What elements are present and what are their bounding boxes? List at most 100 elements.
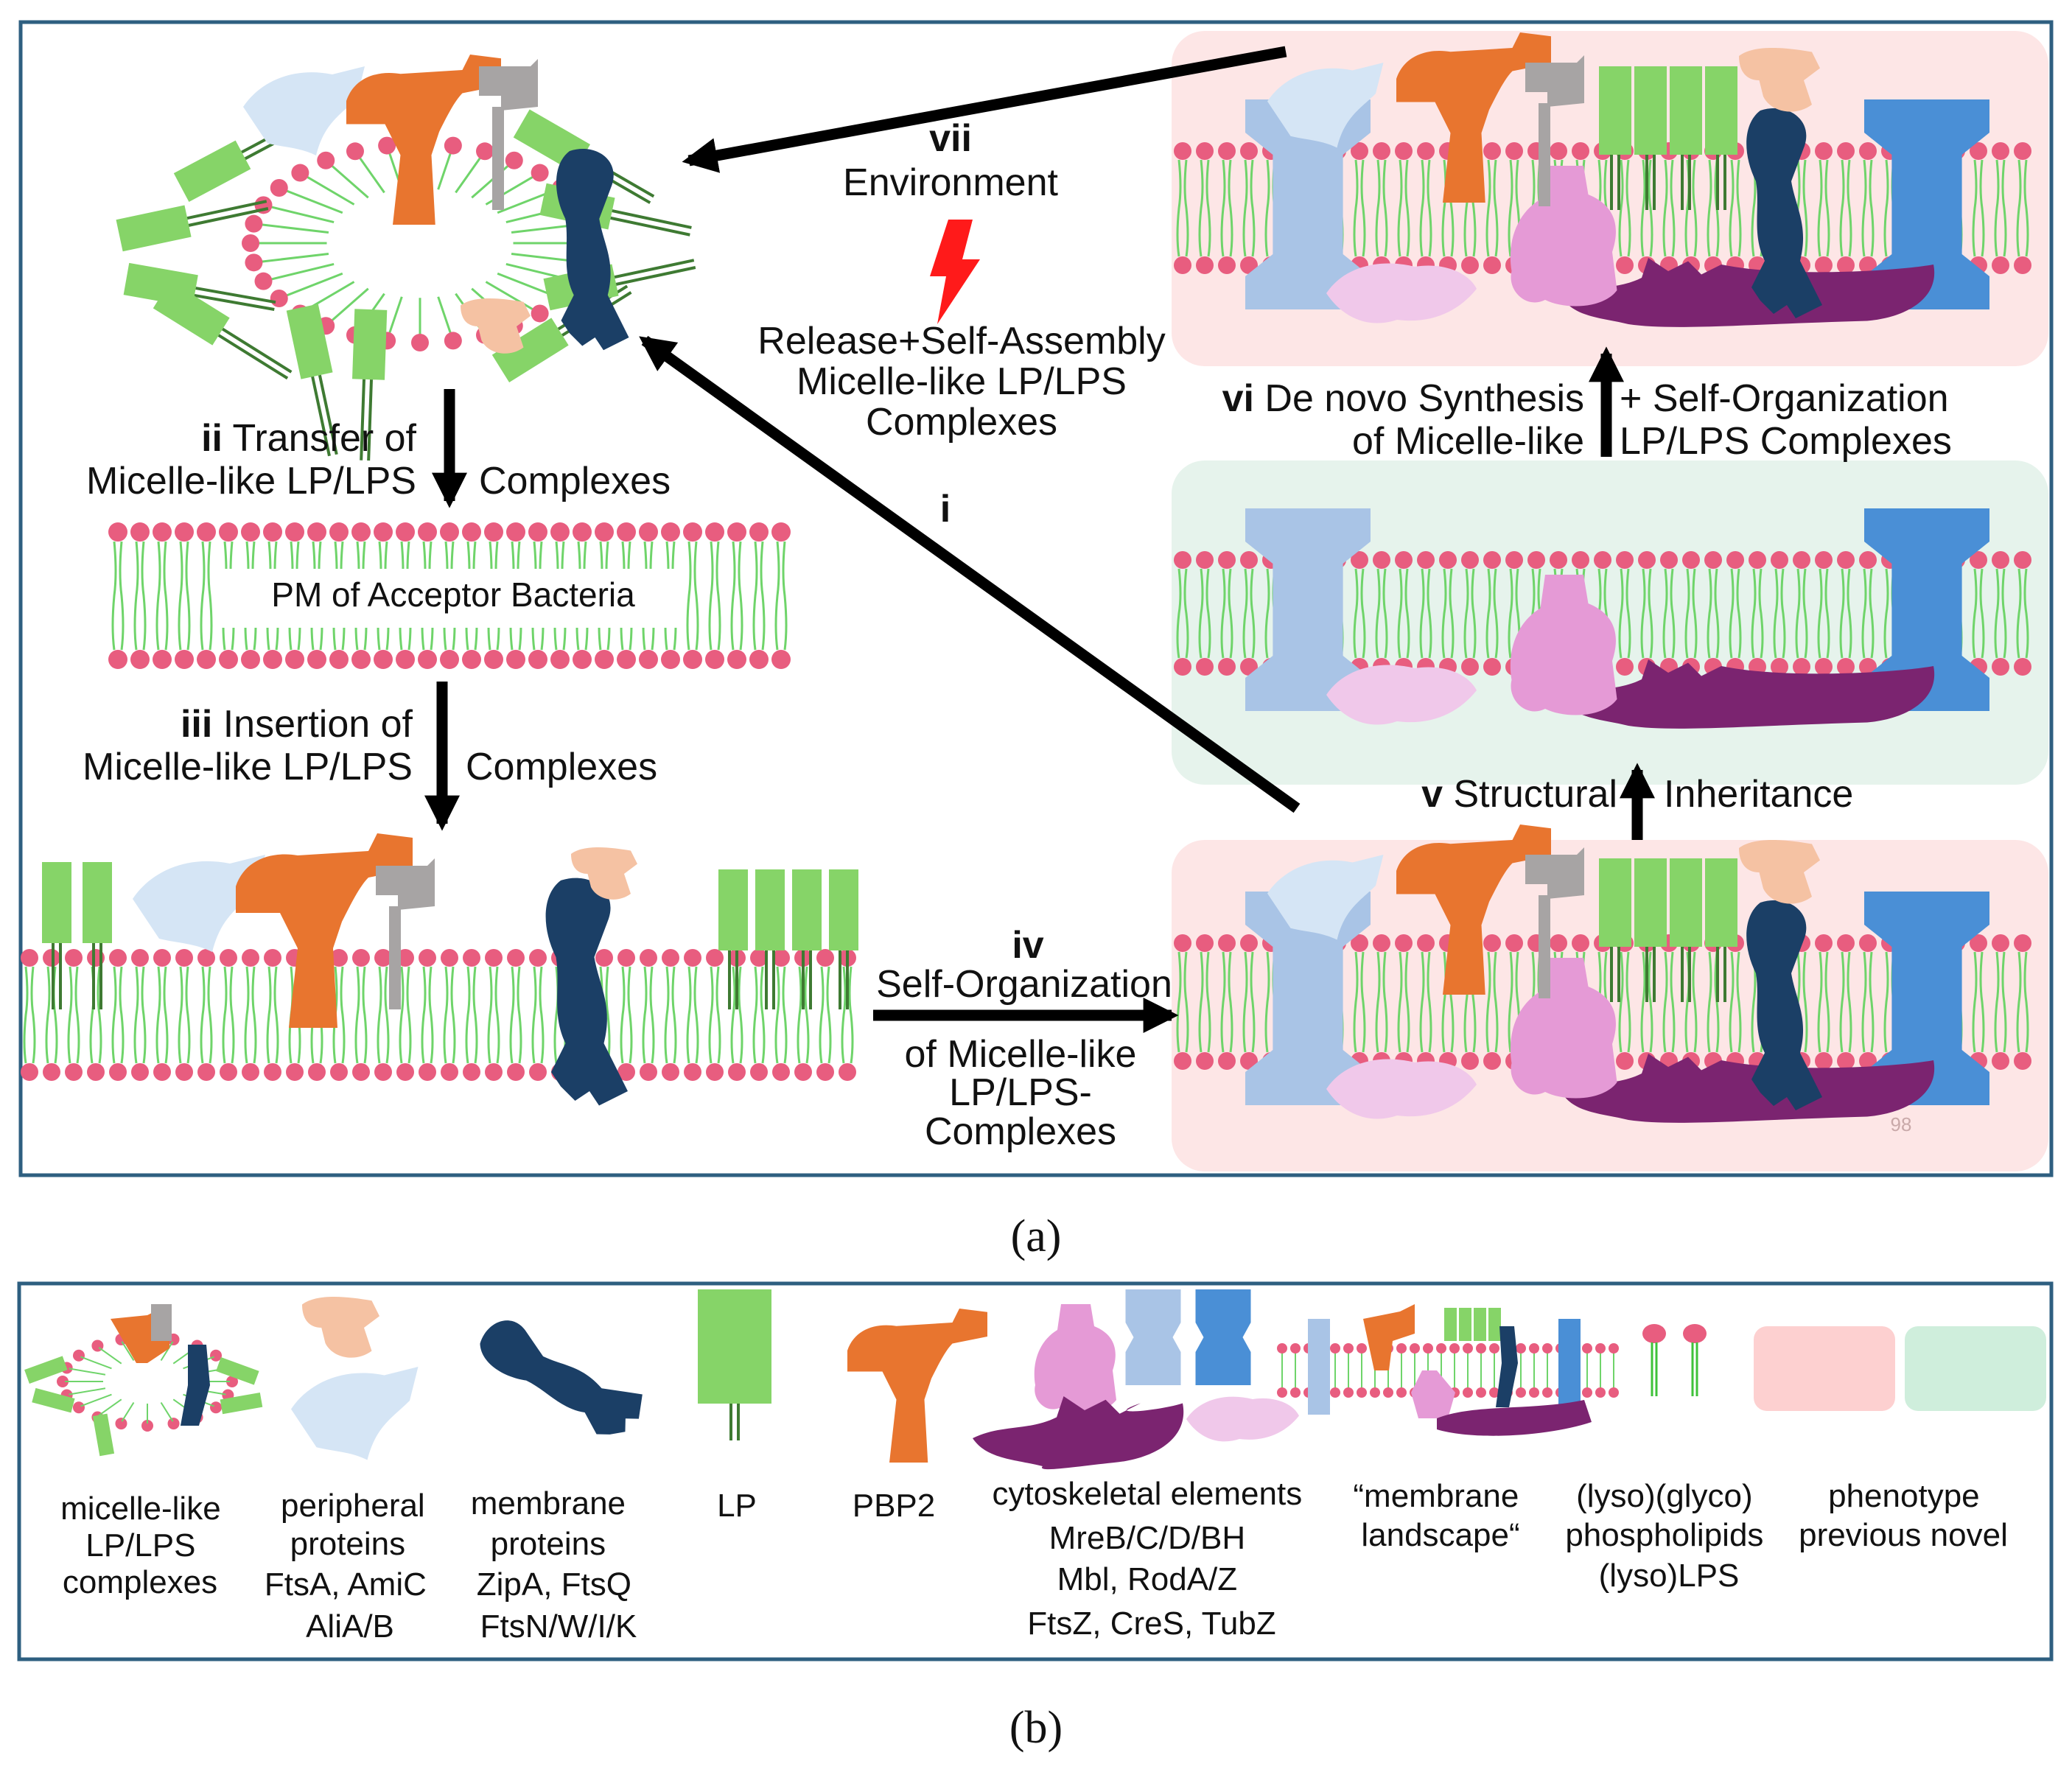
lipid-head bbox=[1516, 1343, 1526, 1353]
lipid-tail bbox=[1802, 568, 1808, 659]
lipid-head bbox=[462, 650, 481, 669]
lipid-head bbox=[330, 949, 348, 967]
lipid-head bbox=[419, 1063, 436, 1081]
lipid-head bbox=[485, 949, 503, 967]
inserted-lp-5 bbox=[792, 869, 822, 1009]
landscape-bottom-lp-4 bbox=[1705, 858, 1737, 1002]
landscape-top-peripheral-peach bbox=[1739, 48, 1820, 112]
lipid-head bbox=[1594, 551, 1611, 569]
lipid-tail bbox=[1817, 951, 1823, 1053]
step-vii-numeral: vii bbox=[929, 117, 972, 160]
lipid-head bbox=[1277, 1343, 1287, 1353]
lipid-head bbox=[1196, 256, 1214, 274]
lipid-head bbox=[1815, 551, 1833, 569]
step-iii-label: iii Insertion of bbox=[181, 703, 413, 746]
legend-membrane-protein-icon bbox=[480, 1320, 643, 1435]
lipid-head bbox=[197, 949, 215, 967]
lipid-head bbox=[153, 949, 171, 967]
lipid-tail bbox=[1471, 568, 1477, 659]
lipid-tail bbox=[1648, 951, 1653, 1053]
lipid-tail bbox=[1176, 568, 1182, 659]
lipid-head bbox=[727, 522, 746, 542]
lipid-head bbox=[254, 272, 273, 290]
lipid-tail bbox=[1360, 951, 1366, 1053]
lipid-tail bbox=[443, 966, 449, 1064]
lipid-tail bbox=[752, 966, 758, 1064]
lipid-tail bbox=[1264, 568, 1270, 659]
lipid-tail bbox=[1994, 159, 2000, 257]
lipid-tail bbox=[1648, 159, 1653, 257]
lipid-tail bbox=[1463, 568, 1469, 659]
lipid-head bbox=[291, 164, 309, 182]
lipid-head bbox=[1461, 551, 1479, 569]
lipid-head bbox=[506, 522, 525, 542]
lipid-tail bbox=[1419, 951, 1425, 1053]
step-ii-line3: Complexes bbox=[479, 460, 671, 502]
legend-peripheral-blue-icon bbox=[291, 1367, 419, 1460]
lipid-tail bbox=[1353, 951, 1359, 1053]
lipid-head bbox=[1240, 934, 1258, 952]
lipid-head bbox=[639, 522, 658, 542]
lipid-tail bbox=[738, 966, 743, 1064]
lp-head bbox=[153, 281, 230, 346]
lipid-head bbox=[197, 522, 216, 542]
lipid-head bbox=[109, 1063, 127, 1081]
lipid-head bbox=[1383, 1387, 1393, 1398]
lp-stem bbox=[614, 259, 695, 279]
inserted-membrane-protein bbox=[545, 878, 628, 1106]
lipid-tail bbox=[98, 1347, 122, 1365]
lipid-tail bbox=[1353, 568, 1359, 659]
arrows bbox=[424, 46, 1656, 1034]
lipid-head bbox=[1196, 1052, 1214, 1070]
lipid-tail bbox=[2001, 159, 2007, 257]
lipid-head bbox=[175, 949, 193, 967]
lipid-head bbox=[242, 234, 259, 252]
landscape-top-ibeam-blue bbox=[1864, 99, 1989, 309]
lipid-head bbox=[771, 650, 791, 669]
lipid-tail bbox=[163, 541, 169, 651]
lipid-head bbox=[476, 142, 494, 161]
lipid-tail bbox=[1485, 568, 1491, 659]
lipid-head bbox=[639, 650, 658, 669]
lipid-head bbox=[57, 1376, 69, 1387]
landscape-bottom-ibeam-blue bbox=[1864, 892, 1989, 1105]
lipid-tail bbox=[686, 966, 692, 1064]
lipid-tail bbox=[2001, 568, 2007, 659]
lipid-head bbox=[1529, 1387, 1539, 1398]
lipid-head bbox=[1396, 1343, 1407, 1353]
lipid-tail bbox=[185, 966, 191, 1064]
lipid-tail bbox=[1441, 951, 1447, 1053]
lipid-tail bbox=[715, 966, 721, 1064]
lipid-head bbox=[317, 151, 335, 169]
grey-protein-stem bbox=[389, 906, 401, 1009]
step-v-label: v Structural bbox=[1421, 773, 1617, 816]
lipid-tail bbox=[1382, 568, 1388, 659]
inserted-grey-protein bbox=[376, 858, 435, 1009]
inserted-lp-3 bbox=[718, 869, 748, 1009]
lipid-tail bbox=[119, 966, 125, 1064]
inserted-lp-6 bbox=[829, 869, 858, 1009]
lipid-head bbox=[1638, 551, 1656, 569]
lipid-head bbox=[1476, 1343, 1486, 1353]
lipid-tail bbox=[1427, 159, 1432, 257]
lipid-tail bbox=[450, 966, 456, 1064]
landscape-bottom-membrane-protein bbox=[1746, 900, 1822, 1110]
lipid-tail bbox=[141, 966, 147, 1064]
lipid-head bbox=[131, 1063, 149, 1081]
lipid-head bbox=[1196, 551, 1214, 569]
lp-stem bbox=[615, 266, 696, 286]
lipid-head bbox=[1572, 142, 1589, 160]
lipid-head bbox=[816, 949, 834, 967]
lipid-tail bbox=[163, 966, 169, 1064]
landscape-bottom-grey-protein bbox=[1525, 847, 1584, 998]
lipid-head bbox=[1489, 1387, 1499, 1398]
legend-cytoskeletal-label: cytoskeletal elements MreB/C/D/BH Mbl, R… bbox=[993, 1476, 1312, 1642]
lipid-tail bbox=[1736, 159, 1742, 257]
pbp2-mini bbox=[1363, 1304, 1415, 1370]
lipid-tail bbox=[1625, 951, 1631, 1053]
lipid-head bbox=[1992, 1052, 2009, 1070]
lipid-head bbox=[285, 522, 304, 542]
lipid-head bbox=[1417, 934, 1435, 952]
